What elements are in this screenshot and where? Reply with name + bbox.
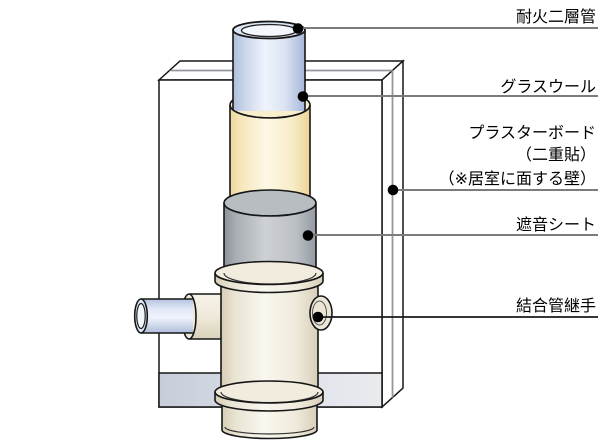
- joint-bottom-flange-band: [214, 391, 324, 412]
- leader-dot-sound-sheet: [302, 230, 314, 241]
- pipe-stack: [223, 20, 317, 269]
- leader-dot-coupling-joint: [312, 311, 324, 323]
- leader-dot-plasterboard: [387, 184, 399, 196]
- sound-sheet-layer: [223, 202, 317, 269]
- leader-dot-glass-wool: [297, 91, 309, 102]
- branch-pipe-bore: [136, 302, 146, 330]
- leader-lines: [292, 23, 598, 323]
- label-plasterboard-line1: プラスターボード: [468, 124, 596, 142]
- fireproof-pipe-bore: [240, 23, 298, 38]
- fireproof-pipe-body: [233, 30, 305, 111]
- fireproof-pipe: [232, 20, 306, 111]
- label-glass-wool: グラスウール: [500, 78, 596, 96]
- label-plasterboard-line3: （※居室に面する壁）: [439, 169, 596, 188]
- label-fireproof-pipe: 耐火二層管: [516, 8, 596, 26]
- joint-bottom-stub: [221, 403, 318, 440]
- glass-wool-layer: [229, 104, 311, 198]
- coupling-joint: [133, 260, 333, 440]
- branch-pipe-body: [141, 299, 193, 333]
- joint-main-body: [221, 280, 318, 400]
- label-plasterboard-line2: （二重貼）: [516, 146, 596, 164]
- label-sound-sheet: 遮音シート: [516, 216, 596, 234]
- branch-pipe-sides: [141, 298, 193, 334]
- label-coupling-joint: 結合管継手: [516, 297, 596, 315]
- joint-top-collar-band: [214, 272, 324, 294]
- labels: 耐火二層管 グラスウール プラスターボード （二重貼） （※居室に面する壁） 遮…: [439, 8, 596, 315]
- joint-side-boss-inner: [312, 300, 327, 326]
- joint-bottom-stub-rim: [224, 426, 315, 435]
- leader-dot-fireproof-pipe: [292, 23, 304, 34]
